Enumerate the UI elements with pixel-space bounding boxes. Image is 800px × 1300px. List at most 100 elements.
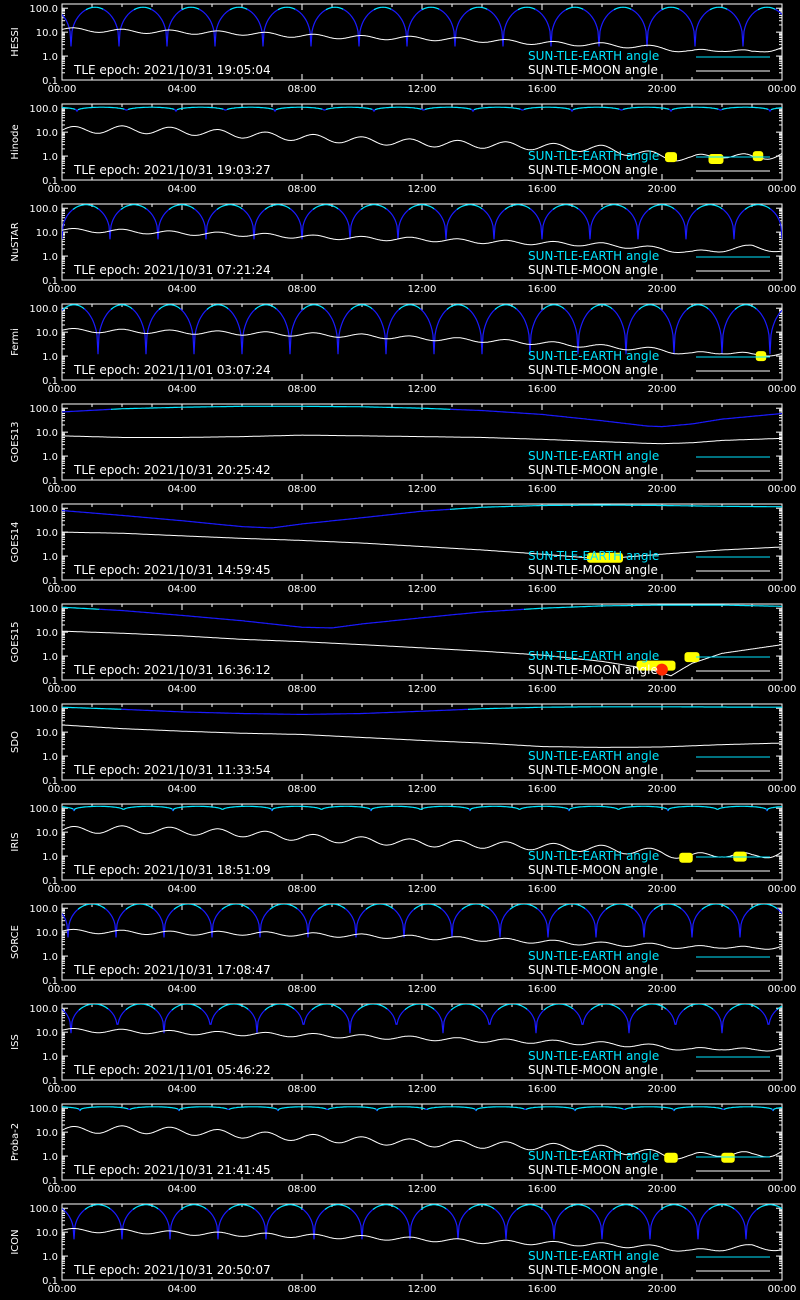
earth-angle-line-high (468, 706, 782, 710)
y-tick-label: 0.1 (42, 776, 58, 787)
x-tick-label: 16:00 (528, 984, 557, 995)
earth-angle-line-high (605, 904, 635, 910)
earth-angle-line-high (468, 1204, 496, 1210)
earth-angle-line-low (340, 1008, 360, 1034)
earth-angle-line-low (200, 1008, 221, 1025)
moon-angle-line (62, 328, 782, 357)
earth-angle-line-high (325, 106, 374, 111)
y-tick-label: 10.0 (36, 328, 58, 339)
earth-angle-line-high (374, 106, 423, 111)
moon-angle-line (62, 125, 782, 162)
moon-angle-line (62, 1228, 782, 1252)
earth-angle-line-high (686, 304, 710, 310)
x-tick-label: 00:00 (768, 784, 797, 795)
x-tick-label: 00:00 (768, 284, 797, 295)
legend-earth-label: SUN-TLE-EARTH angle (528, 49, 659, 63)
earth-angle-line-low (323, 308, 353, 355)
x-tick-label: 00:00 (48, 84, 77, 95)
earth-angle-line-low (200, 908, 224, 938)
x-tick-label: 00:00 (48, 884, 77, 895)
earth-angle-line-low (83, 308, 113, 355)
earth-angle-line-low (145, 208, 171, 240)
x-tick-label: 20:00 (648, 784, 677, 795)
x-tick-label: 16:00 (528, 1084, 557, 1095)
earth-angle-line-low (337, 208, 363, 240)
earth-angle-line-low (678, 8, 712, 47)
y-tick-label: 0.1 (42, 276, 58, 287)
earth-angle-line-high (365, 904, 395, 910)
earth-angle-line-high (373, 6, 393, 11)
legend-moon-label: SUN-TLE-MOON angle (528, 163, 658, 177)
earth-angle-line-low (246, 8, 280, 47)
x-tick-label: 00:00 (768, 384, 797, 395)
earth-angle-line-low (707, 308, 737, 355)
x-tick-label: 08:00 (288, 984, 317, 995)
earth-angle-line-high (73, 805, 174, 811)
earth-angle-line-high (557, 904, 587, 910)
earth-angle-line-high (72, 204, 100, 210)
x-tick-label: 04:00 (168, 984, 197, 995)
tle-epoch-label: TLE epoch: 2021/10/31 17:08:47 (73, 963, 271, 977)
y-tick-label: 100.0 (29, 104, 58, 115)
earth-angle-line-high (450, 504, 782, 510)
earth-angle-line-high (327, 1106, 378, 1111)
earth-angle-line-high (357, 1004, 389, 1011)
y-tick-label: 0.1 (42, 676, 58, 687)
earth-angle-line-low (342, 8, 376, 47)
y-tick-label: 0.1 (42, 976, 58, 987)
y-tick-label: 0.1 (42, 876, 58, 887)
legend-moon-label: SUN-TLE-MOON angle (528, 1163, 658, 1177)
earth-angle-line-low (637, 1208, 663, 1240)
earth-angle-line-low (584, 908, 608, 938)
earth-angle-line-high (696, 204, 724, 210)
y-axis-label: ICON (10, 1229, 21, 1254)
earth-angle-line-low (390, 8, 424, 47)
constraint-warning-marker (587, 552, 623, 563)
earth-angle-line-low (198, 8, 232, 47)
legend-moon-label: SUN-TLE-MOON angle (528, 563, 658, 577)
y-axis-label: Hinode (10, 124, 21, 159)
earth-angle-line-high (264, 1004, 296, 1011)
y-tick-label: 10.0 (36, 228, 58, 239)
earth-angle-line-low (294, 8, 328, 47)
tle-epoch-label: TLE epoch: 2021/10/31 11:33:54 (73, 763, 271, 777)
earth-angle-line-low (397, 1208, 423, 1240)
earth-angle-line-low (293, 1008, 314, 1025)
earth-angle-line-low (109, 1208, 135, 1240)
y-axis-label: Fermi (10, 328, 21, 356)
moon-angle-line (62, 1028, 782, 1052)
earth-angle-line-low (515, 308, 545, 355)
earth-angle-line-low (541, 1208, 567, 1240)
x-tick-label: 12:00 (408, 84, 437, 95)
moon-angle-line (62, 27, 782, 53)
legend-moon-label: SUN-TLE-MOON angle (528, 763, 658, 777)
x-tick-label: 00:00 (48, 384, 77, 395)
y-tick-label: 10.0 (36, 128, 58, 139)
x-tick-label: 00:00 (768, 1184, 797, 1195)
earth-angle-line-high (667, 805, 768, 811)
y-tick-label: 100.0 (29, 404, 58, 415)
earth-angle-line-high (744, 204, 772, 210)
x-tick-label: 16:00 (528, 1184, 557, 1195)
earth-angle-line-low (205, 1208, 231, 1240)
x-tick-label: 08:00 (288, 484, 317, 495)
y-axis-label: ISS (10, 1034, 21, 1050)
y-tick-label: 1.0 (42, 552, 58, 563)
earth-angle-line-high (317, 904, 347, 910)
earth-angle-line-high (302, 304, 326, 310)
earth-angle-line-high (673, 1106, 724, 1111)
earth-angle-line-high (271, 805, 372, 811)
legend-moon-label: SUN-TLE-MOON angle (528, 863, 658, 877)
earth-angle-line-high (450, 1004, 482, 1011)
x-tick-label: 00:00 (768, 984, 797, 995)
earth-angle-line-high (612, 1204, 640, 1210)
x-tick-label: 04:00 (168, 84, 197, 95)
y-axis-label: SORCE (10, 925, 21, 959)
legend-earth-label: SUN-TLE-EARTH angle (528, 1249, 659, 1263)
x-tick-label: 04:00 (168, 1184, 197, 1195)
y-tick-label: 100.0 (29, 504, 58, 515)
earth-angle-line-high (173, 904, 203, 910)
earth-angle-line-high (683, 1004, 715, 1011)
